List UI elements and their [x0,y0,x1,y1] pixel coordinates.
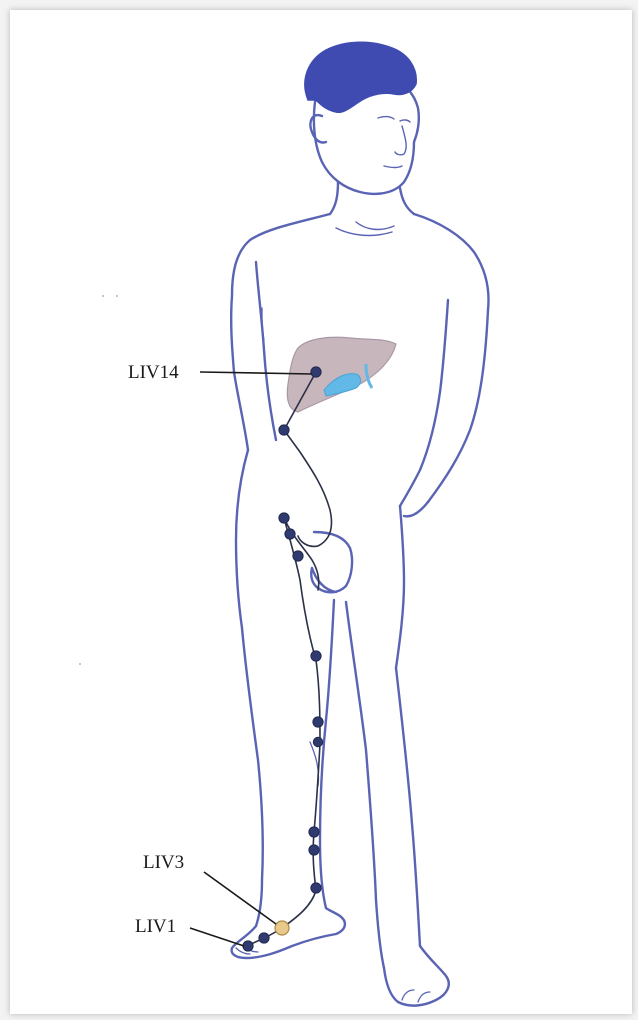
groin [311,532,352,592]
acupoint-liv11[interactable] [285,529,295,539]
meridian-path-inner-thigh [246,518,320,946]
scan-marks [79,295,118,665]
label-liv14: LIV14 [128,362,179,383]
left-leg-outer [242,628,263,926]
right-hip [396,506,404,668]
leader-liv3 [204,872,276,924]
left-arm [234,262,276,450]
right-forearm [404,502,428,516]
torso-outline-right [414,214,488,310]
neck [330,182,414,214]
right-toes [402,990,430,1002]
human-figure [231,78,488,1006]
liver-icon [287,337,396,412]
acupoint-liv10[interactable] [293,551,303,561]
left-hip [236,450,248,628]
acupoint-liv12[interactable] [279,513,289,523]
right-leg-inner [346,602,384,968]
acupoint-liv6[interactable] [309,827,319,837]
acupoint-liv4[interactable] [311,883,321,893]
leader-lines [190,372,312,946]
acupoint-liv2[interactable] [259,933,269,943]
right-leg-outer [396,668,420,946]
leader-liv1 [190,928,244,946]
acupoint-liv8[interactable] [313,717,323,727]
acupoint-liv13[interactable] [279,425,289,435]
ear [310,115,326,142]
acupoint-liv14[interactable] [311,367,321,377]
right-arm [400,300,488,506]
liver-shape [287,337,396,412]
collarbone [336,222,394,235]
acupoint-liv9[interactable] [311,651,321,661]
label-liv3: LIV3 [143,852,184,873]
label-liv1: LIV1 [135,916,176,937]
left-leg-inner [320,600,334,908]
hair-icon [305,42,416,112]
acupoint-liv7[interactable] [313,737,323,747]
right-foot [384,946,449,1006]
acupoint-liv1[interactable] [243,941,253,951]
acupoints [243,367,323,951]
acupoint-liv3[interactable] [275,921,289,935]
face-features [378,117,410,168]
acupoint-liv5[interactable] [309,845,319,855]
